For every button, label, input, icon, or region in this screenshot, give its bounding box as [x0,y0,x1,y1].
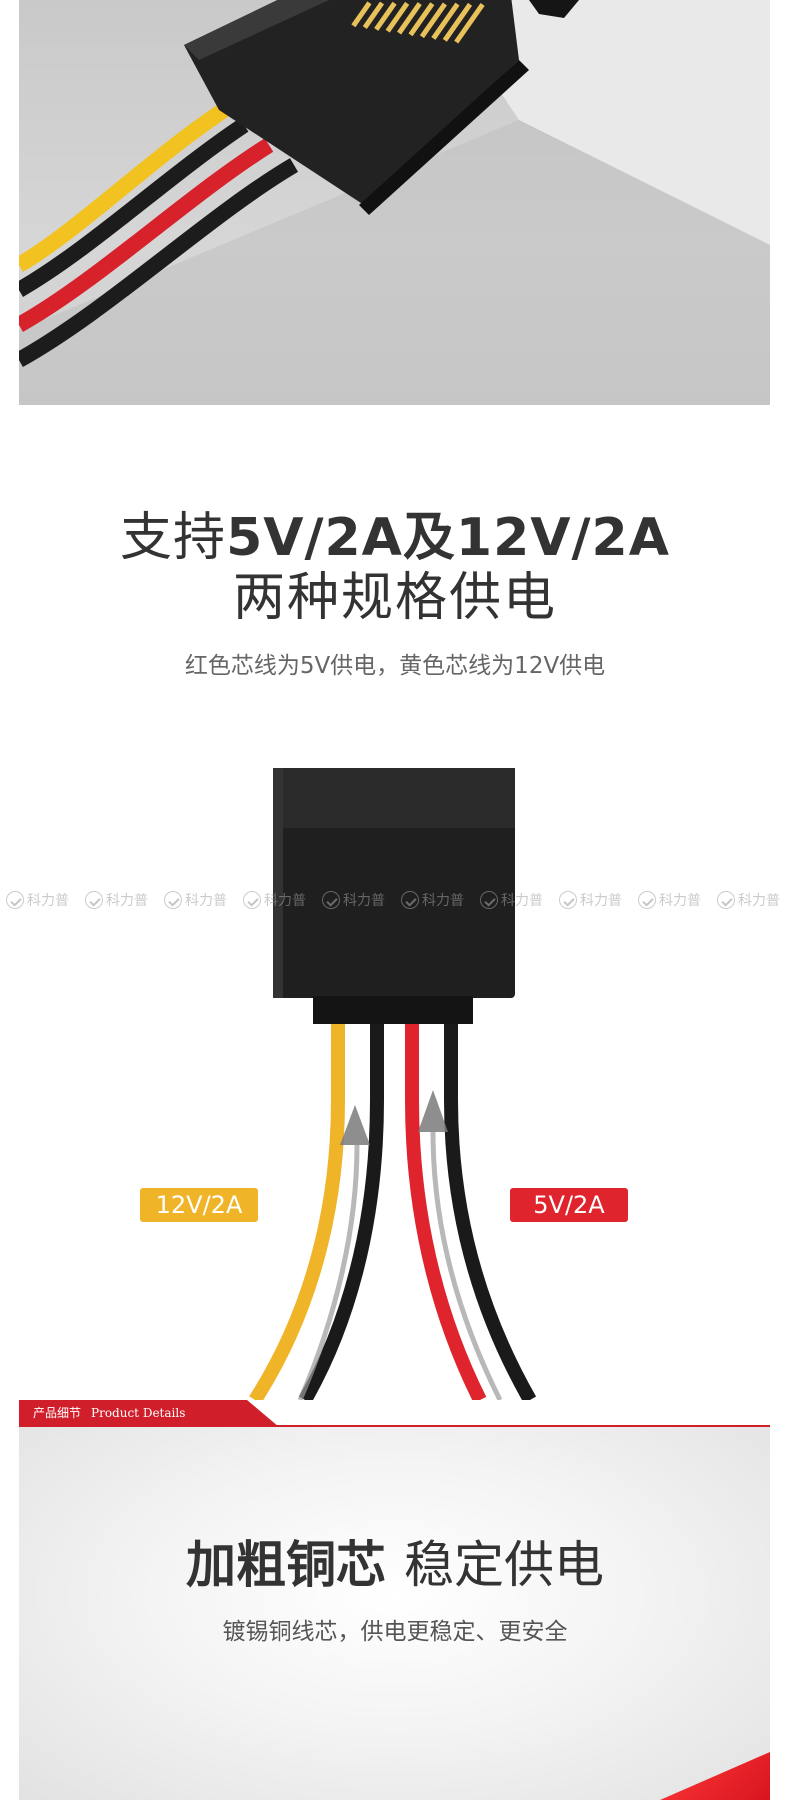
watermark: 科力普 [474,886,553,914]
copper-subtitle: 镀锡铜线芯，供电更稳定、更安全 [222,1619,568,1645]
product-details-tab: 产品细节 Product Details [19,1400,279,1427]
watermark-logo-icon [638,891,656,909]
power-title-prefix: 支持 [120,508,227,568]
watermark: 科力普 [553,886,632,914]
watermark-logo-icon [322,891,340,909]
watermark-text: 科力普 [185,893,227,909]
watermark-logo-icon [164,891,182,909]
watermark-text: 科力普 [264,893,306,909]
arrow-left-trail [297,1144,360,1400]
power-subtitle: 红色芯线为5V供电，黄色芯线为12V供电 [184,653,606,679]
watermark: 科力普 [395,886,474,914]
watermark: 科力普 [237,886,316,914]
copper-title: 加粗铜芯稳定供电 [0,1535,790,1595]
cable-diagram [0,760,790,1400]
wire-black-2 [444,1024,537,1400]
watermark-logo-icon [85,891,103,909]
wire-yellow [249,1024,345,1400]
copper-title-light: 稳定供电 [404,1536,604,1594]
arrow-right-trail [430,1131,503,1400]
watermark: 科力普 [711,886,790,914]
watermark-text: 科力普 [659,893,701,909]
sata-connector-illustration [19,0,770,405]
watermark-text: 科力普 [422,893,464,909]
watermark: 科力普 [0,886,79,914]
details-label-cn: 产品细节 [33,1406,82,1420]
watermark: 科力普 [158,886,237,914]
watermark-logo-icon [401,891,419,909]
watermark-text: 科力普 [580,893,622,909]
wire-black-1 [298,1024,384,1400]
watermark: 科力普 [632,886,711,914]
watermark-logo-icon [559,891,577,909]
watermark-text: 科力普 [738,893,780,909]
wire-red [405,1024,487,1400]
copper-core-panel [19,1427,770,1800]
power-title-line2: 两种规格供电 [232,568,557,628]
product-photo-top [19,0,770,405]
product-details-bar: 产品细节 Product Details [19,1400,770,1427]
watermark-logo-icon [243,891,261,909]
watermark-logo-icon [717,891,735,909]
arrow-right [418,1090,448,1132]
copper-title-bold: 加粗铜芯 [186,1536,386,1594]
connector-side [273,768,283,998]
connector-top-face [273,768,515,828]
cable-diagram-svg [249,768,537,1400]
power-title-emphasis: 5V/2A及12V/2A [226,508,670,568]
details-divider [19,1425,770,1427]
connector-neck [313,996,473,1024]
watermark-text: 科力普 [106,893,148,909]
details-label-en: Product Details [91,1406,186,1420]
voltage-label-5v: 5V/2A [510,1188,628,1222]
watermark-logo-icon [6,891,24,909]
watermark-text: 科力普 [343,893,385,909]
power-spec-title: 支持5V/2A及12V/2A [0,508,790,568]
watermark: 科力普 [79,886,158,914]
watermark-text: 科力普 [501,893,543,909]
voltage-label-12v: 12V/2A [140,1188,258,1222]
arrow-left [340,1105,370,1145]
watermark: 科力普 [316,886,395,914]
watermark-text: 科力普 [27,893,69,909]
watermark-logo-icon [480,891,498,909]
watermark-row: 科力普 科力普 科力普 科力普 科力普 科力普 科力普 科力普 科力普 科力普 [0,886,790,914]
